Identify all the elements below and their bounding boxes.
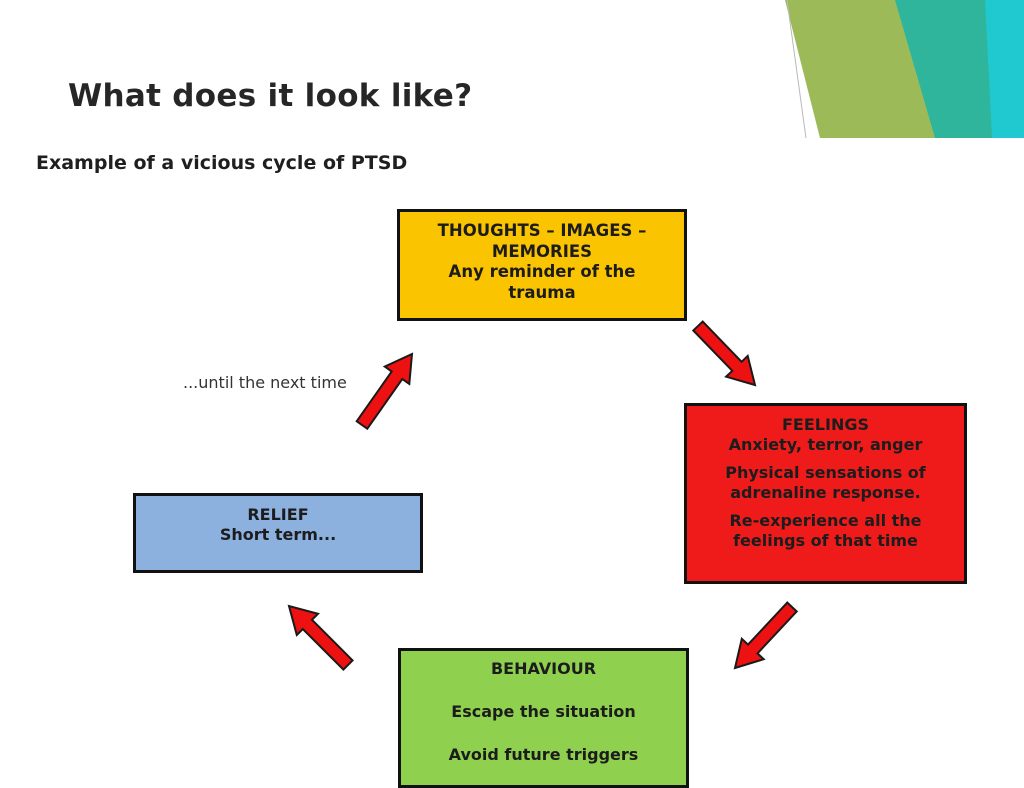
- arrow-thoughts-to-feelings: [691, 320, 757, 387]
- feelings-line: Anxiety, terror, anger: [728, 435, 923, 454]
- until-next-time-label: ...until the next time: [183, 373, 347, 392]
- behaviour-line: Avoid future triggers: [448, 745, 639, 764]
- behaviour-line: BEHAVIOUR: [490, 659, 597, 678]
- diagram-subtitle: Example of a vicious cycle of PTSD: [36, 152, 408, 174]
- arrow-shape: [691, 320, 757, 387]
- thoughts-line: THOUGHTS – IMAGES –: [437, 221, 647, 240]
- feelings-line: feelings of that time: [733, 531, 918, 550]
- thoughts-line: MEMORIES: [491, 241, 593, 261]
- page-title: What does it look like?: [68, 78, 473, 114]
- feelings-line: FEELINGS: [782, 415, 869, 434]
- arrow-feelings-to-behaviour: [733, 601, 799, 670]
- relief-box: RELIEF Short term...: [133, 493, 423, 573]
- feelings-line: Physical sensations of: [725, 463, 926, 482]
- arrow-shape: [733, 601, 799, 670]
- arrow-shape: [287, 604, 355, 672]
- thoughts-line: Any reminder of the: [448, 262, 636, 282]
- feelings-box: FEELINGS Anxiety, terror, anger Physical…: [684, 403, 967, 584]
- thoughts-line: trauma: [508, 282, 576, 302]
- thoughts-box: THOUGHTS – IMAGES – MEMORIES Any reminde…: [397, 209, 687, 321]
- relief-line: RELIEF: [247, 505, 309, 524]
- arrow-behaviour-to-relief: [287, 604, 355, 672]
- feelings-line: Re-experience all the: [729, 511, 922, 530]
- feelings-line: adrenaline response.: [730, 483, 921, 502]
- relief-line: Short term...: [219, 525, 337, 544]
- arrow-relief-to-thoughts: [355, 352, 414, 431]
- behaviour-box: BEHAVIOUR Escape the situation Avoid fut…: [398, 648, 689, 788]
- corner-decoration: [785, 0, 1024, 139]
- arrow-shape: [355, 352, 414, 431]
- behaviour-line: Escape the situation: [451, 702, 636, 721]
